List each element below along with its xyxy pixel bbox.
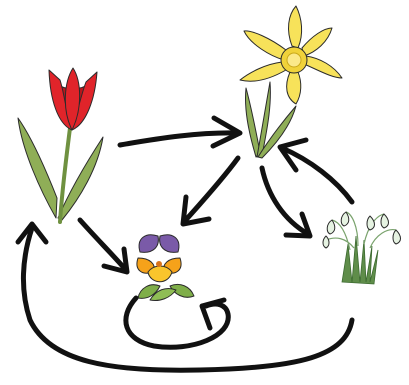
pansy-petal-bottom	[148, 266, 172, 282]
snowdrop-bell-1	[323, 236, 329, 248]
snowdrop-bell-6	[367, 216, 375, 230]
daffodil-petal-top	[289, 6, 302, 48]
daffodil-petal-left	[240, 62, 286, 81]
pansy-icon	[137, 235, 194, 301]
daffodil-petal-upper-left	[244, 31, 286, 60]
daffodil-petal-right	[304, 56, 342, 78]
snowdrop-bell-5	[393, 230, 401, 244]
daffodil-icon	[240, 6, 342, 158]
daffodil-center-inner	[287, 53, 301, 67]
arrow-daffodil-to-pansy	[183, 158, 238, 224]
daffodil-petal-bottom	[287, 72, 301, 104]
arrow-pansy-self-loop	[126, 298, 228, 347]
tulip-icon	[18, 68, 103, 222]
daffodil-petal-upper-right	[302, 28, 332, 56]
arrow-daffodil-to-snowdrop	[262, 168, 310, 236]
pansy-petal-top-left	[139, 235, 158, 253]
snowdrop-bell-3	[341, 212, 349, 226]
snowdrop-bell-2	[327, 220, 335, 234]
pansy-petal-top-right	[160, 235, 179, 253]
tulip-leaf-left	[18, 118, 57, 218]
pansy-eye	[156, 261, 162, 267]
snowdrop-bell-4	[381, 214, 389, 228]
snowdrop-icon	[323, 212, 401, 284]
arrow-tulip-to-pansy	[80, 220, 127, 272]
arrow-snowdrop-to-daffodil	[280, 140, 352, 202]
arrow-tulip-to-daffodil	[120, 118, 240, 146]
daffodil-leaf-a	[245, 88, 260, 157]
